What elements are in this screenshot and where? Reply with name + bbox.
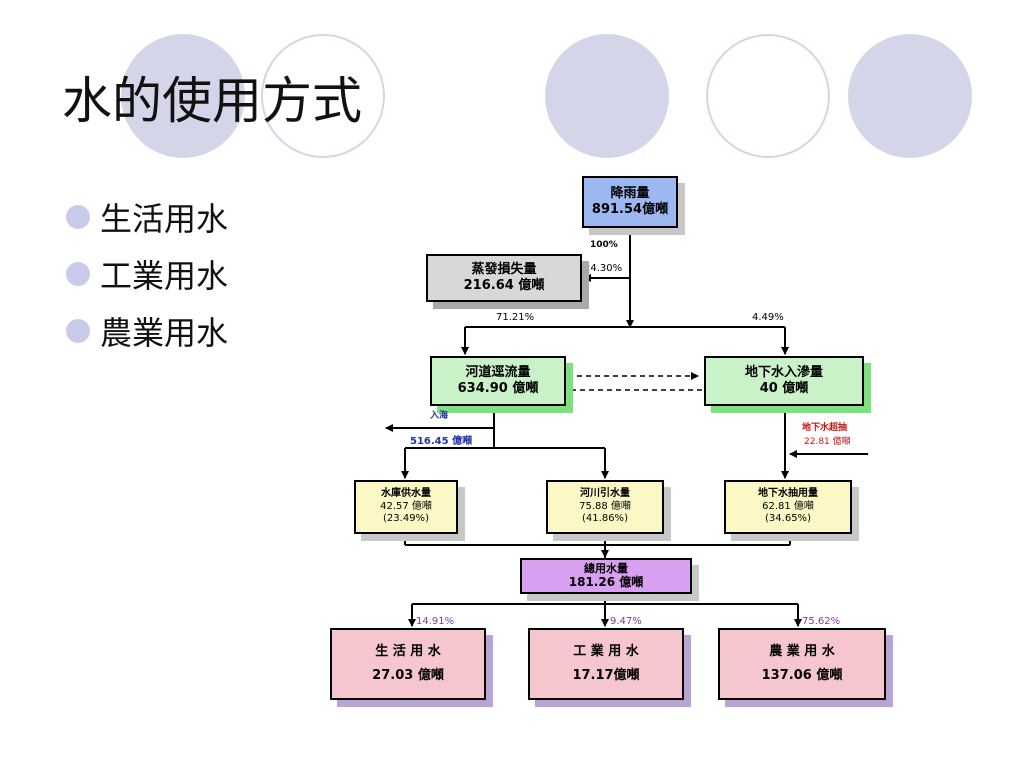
label-overdraft-value: 22.81 億噸 — [804, 437, 851, 447]
label-to-sea: 入海 — [430, 411, 449, 421]
bullet-text: 農業用水 — [100, 313, 229, 352]
water-flow-diagram: 降雨量 891.54億噸 100% 24.30% 蒸發損失量 216.64 億噸… — [320, 170, 910, 718]
reservoir-supply-box: 水庫供水量 42.57 億噸 (23.49%) — [354, 480, 458, 534]
evaporation-title: 蒸發損失量 — [471, 261, 537, 277]
domestic-use-title: 生 活 用 水 — [375, 643, 441, 659]
rainfall-box: 降雨量 891.54億噸 — [582, 176, 678, 228]
agricultural-use-title: 農 業 用 水 — [769, 643, 835, 659]
label-overdraft-title: 地下水超抽 — [802, 423, 848, 433]
bullet-item: 工業用水 — [66, 245, 228, 302]
decor-circle-1 — [121, 34, 245, 158]
river-draw-title: 河川引水量 — [580, 488, 630, 500]
evaporation-value: 216.64 億噸 — [463, 278, 545, 293]
groundwater-infiltration-title: 地下水入滲量 — [744, 364, 823, 380]
bullet-item: 農業用水 — [66, 302, 228, 359]
river-draw-box: 河川引水量 75.88 億噸 (41.86%) — [546, 480, 664, 534]
bullet-dot-icon — [66, 261, 90, 286]
groundwater-pumping-value: 62.81 億噸 — [762, 500, 814, 512]
decor-circle-4 — [706, 34, 830, 158]
rainfall-title: 降雨量 — [610, 185, 650, 201]
label-449pct: 4.49% — [752, 312, 784, 323]
bullet-text: 生活用水 — [100, 199, 229, 238]
reservoir-supply-pct: (23.49%) — [383, 513, 429, 525]
slide-title: 水的使用方式 — [62, 72, 362, 130]
reservoir-supply-title: 水庫供水量 — [381, 488, 431, 500]
groundwater-infiltration-box: 地下水入滲量 40 億噸 — [704, 356, 864, 406]
bullet-list: 生活用水 工業用水 農業用水 — [66, 188, 228, 359]
agricultural-use-value: 137.06 億噸 — [761, 668, 843, 683]
industrial-use-title: 工 業 用 水 — [573, 643, 639, 659]
industrial-use-value: 17.17億噸 — [572, 668, 640, 683]
river-draw-pct: (41.86%) — [582, 513, 628, 525]
total-water-use-title: 總用水量 — [584, 561, 628, 575]
groundwater-pumping-box: 地下水抽用量 62.81 億噸 (34.65%) — [724, 480, 852, 534]
groundwater-infiltration-value: 40 億噸 — [759, 381, 809, 396]
label-evap-pct: 24.30% — [584, 263, 623, 274]
groundwater-pumping-title: 地下水抽用量 — [758, 488, 818, 500]
total-water-use-value: 181.26 億噸 — [568, 575, 644, 590]
domestic-use-box: 生 活 用 水 27.03 億噸 — [330, 628, 486, 700]
evaporation-box: 蒸發損失量 216.64 億噸 — [426, 254, 582, 302]
bullet-dot-icon — [66, 318, 90, 343]
decor-circle-3 — [545, 34, 669, 158]
river-draw-value: 75.88 億噸 — [579, 500, 631, 512]
label-agricultural-pct: 75.62% — [802, 616, 841, 627]
total-water-use-box: 總用水量 181.26 億噸 — [520, 558, 692, 594]
river-runoff-title: 河道逕流量 — [465, 364, 531, 380]
bullet-dot-icon — [66, 204, 90, 229]
label-100pct: 100% — [590, 240, 618, 250]
bullet-text: 工業用水 — [100, 256, 229, 295]
label-sea-value: 516.45 億噸 — [410, 436, 473, 447]
rainfall-value: 891.54億噸 — [591, 202, 669, 217]
groundwater-pumping-pct: (34.65%) — [765, 513, 811, 525]
decor-circle-5 — [848, 34, 972, 158]
reservoir-supply-value: 42.57 億噸 — [380, 500, 432, 512]
decor-circle-2 — [261, 34, 385, 158]
label-7121pct: 71.21% — [496, 312, 535, 323]
label-domestic-pct: 14.91% — [416, 616, 455, 627]
river-runoff-value: 634.90 億噸 — [457, 381, 539, 396]
domestic-use-value: 27.03 億噸 — [372, 668, 444, 683]
agricultural-use-box: 農 業 用 水 137.06 億噸 — [718, 628, 886, 700]
label-industrial-pct: 9.47% — [610, 616, 642, 627]
industrial-use-box: 工 業 用 水 17.17億噸 — [528, 628, 684, 700]
river-runoff-box: 河道逕流量 634.90 億噸 — [430, 356, 566, 406]
bullet-item: 生活用水 — [66, 188, 228, 245]
flow-connectors — [385, 228, 868, 627]
